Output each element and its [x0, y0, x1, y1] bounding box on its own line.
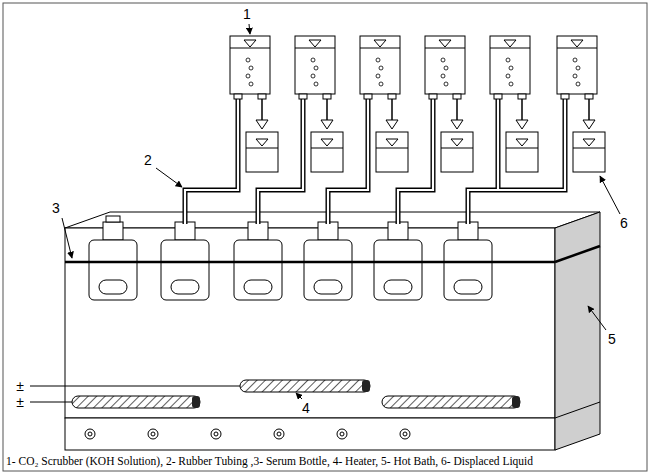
callout-number: 3 — [48, 200, 64, 216]
callout-number: 5 — [604, 331, 620, 347]
leader-line — [62, 24, 620, 399]
rubber-tubing — [185, 98, 565, 225]
hot-bath — [65, 212, 600, 450]
figure-caption: 1- CO₂ Scrubber (KOH Solution), 2- Rubbe… — [6, 454, 644, 468]
displaced-liquid-bottle — [246, 132, 605, 172]
callout-number: 4 — [298, 400, 314, 416]
callout-number: ± — [12, 378, 28, 394]
serum-bottle — [89, 216, 492, 300]
figure-frame — [3, 3, 647, 471]
heater — [30, 380, 520, 408]
callout-number: 2 — [140, 152, 156, 168]
callout-number: 1 — [239, 6, 255, 22]
co2-scrubber — [230, 36, 597, 129]
water-level — [65, 246, 600, 262]
callout-number: ± — [12, 394, 28, 410]
callout-number: 6 — [616, 215, 632, 231]
